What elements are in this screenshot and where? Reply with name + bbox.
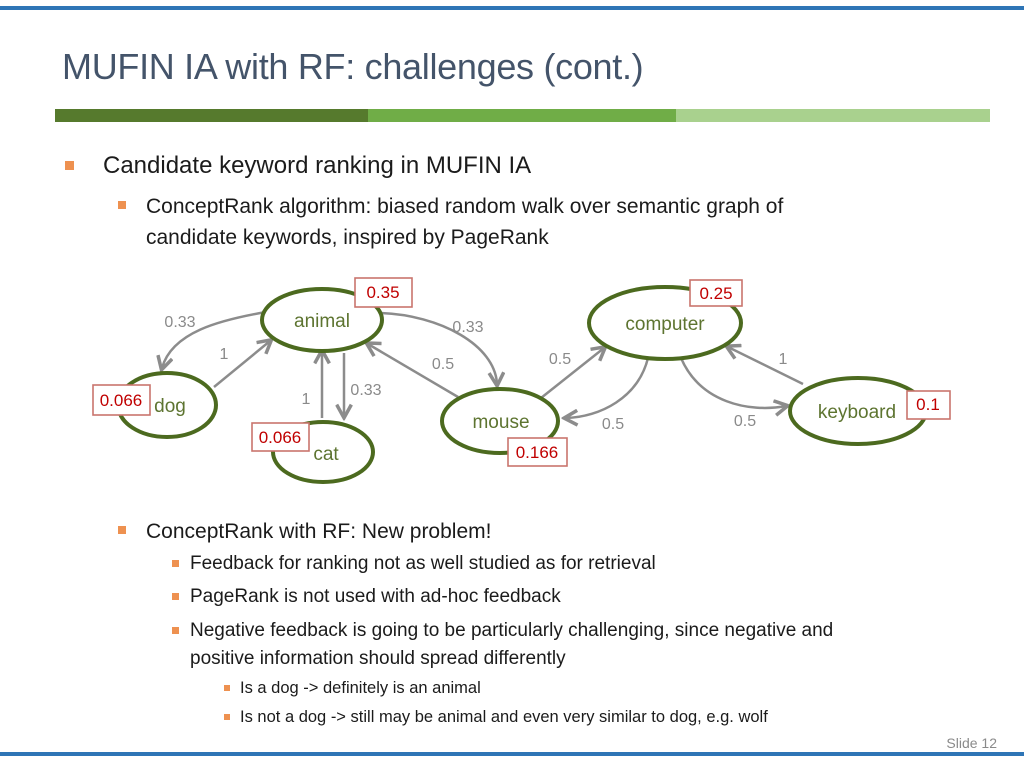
weight-box-animal xyxy=(354,277,413,308)
bullet-item-feedback-ranking: Feedback for ranking not as well studied… xyxy=(172,552,656,576)
edge-label-animal-dog: 0.33 xyxy=(164,314,195,331)
node-label-computer: computer xyxy=(625,314,705,335)
bullet-item-is-not-a-dog: Is not a dog -> still may be animal and … xyxy=(224,707,768,727)
bullet-text: Is not a dog -> still may be animal and … xyxy=(240,708,768,726)
weight-value-computer: 0.25 xyxy=(699,284,732,303)
slide-title: MUFIN IA with RF: challenges (cont.) xyxy=(62,46,644,87)
edge-label-animal-mouse: 0.33 xyxy=(452,319,483,336)
weight-box-mouse xyxy=(507,437,568,467)
bullet-text: Candidate keyword ranking in MUFIN IA xyxy=(103,152,532,179)
divider-segment-dark xyxy=(55,109,368,122)
node-label-mouse: mouse xyxy=(472,412,529,433)
edge-label-animal-cat: 0.33 xyxy=(350,382,381,399)
weight-value-animal: 0.35 xyxy=(366,283,399,302)
top-border-rule xyxy=(0,6,1024,10)
edge-computer-to-keyboard xyxy=(679,357,786,408)
bullet-square-icon xyxy=(172,627,179,634)
edge-dog-to-animal xyxy=(213,341,270,388)
edge-label-computer-keyboard: 0.5 xyxy=(734,413,756,430)
node-label-cat: cat xyxy=(313,444,339,465)
weight-value-dog: 0.066 xyxy=(100,391,143,410)
bullet-text: PageRank is not used with ad-hoc feedbac… xyxy=(190,586,561,607)
weight-box-keyboard xyxy=(906,390,951,420)
node-animal xyxy=(260,287,384,353)
bullet-square-icon xyxy=(172,560,179,567)
edge-computer-to-mouse xyxy=(566,357,650,418)
node-label-animal: animal xyxy=(294,311,350,332)
bullet-square-icon xyxy=(224,714,230,720)
edge-label-mouse-animal: 0.5 xyxy=(432,356,454,373)
bullet-text: Feedback for ranking not as well studied… xyxy=(190,553,656,574)
divider-segment-medium xyxy=(368,109,676,122)
title-divider-bar xyxy=(55,109,990,122)
bullet-text-line2: candidate keywords, inspired by PageRank xyxy=(146,226,549,249)
edge-animal-to-mouse xyxy=(379,311,497,384)
bullet-item-candidate-ranking: Candidate keyword ranking in MUFIN IA xyxy=(65,153,531,179)
edge-animal-to-dog xyxy=(162,310,267,368)
node-label-dog: dog xyxy=(154,396,186,417)
divider-segment-light xyxy=(676,109,990,122)
edge-label-dog-animal: 1 xyxy=(220,346,229,363)
bullet-square-icon xyxy=(224,685,230,691)
edge-label-mouse-computer: 0.5 xyxy=(549,351,571,368)
bullet-item-pagerank-adhoc: PageRank is not used with ad-hoc feedbac… xyxy=(172,585,561,609)
bullet-text-line1: Negative feedback is going to be particu… xyxy=(190,620,834,641)
bullet-text-line2: positive information should spread diffe… xyxy=(190,648,566,669)
bullet-item-negative-feedback: Negative feedback is going to be particu… xyxy=(172,617,833,673)
bullet-square-icon xyxy=(172,593,179,600)
node-label-keyboard: keyboard xyxy=(818,402,896,423)
weight-value-keyboard: 0.1 xyxy=(916,395,940,414)
bottom-border-rule xyxy=(0,752,1024,756)
bullet-text: Is a dog -> definitely is an animal xyxy=(240,679,481,697)
bullet-item-is-a-dog: Is a dog -> definitely is an animal xyxy=(224,678,481,698)
edge-label-cat-animal: 1 xyxy=(302,391,311,408)
slide-number: Slide 12 xyxy=(946,735,997,751)
bullet-text-line1: ConceptRank algorithm: biased random wal… xyxy=(146,195,784,218)
edge-label-keyboard-computer: 1 xyxy=(779,351,788,368)
bullet-text: ConceptRank with RF: New problem! xyxy=(146,520,492,543)
edge-mouse-to-animal xyxy=(368,344,459,399)
bullet-square-icon xyxy=(118,201,126,209)
edge-label-computer-mouse: 0.5 xyxy=(602,416,624,433)
node-mouse xyxy=(440,387,560,455)
edge-mouse-to-computer xyxy=(540,348,604,399)
weight-value-mouse: 0.166 xyxy=(516,443,559,462)
weight-box-cat xyxy=(251,422,310,452)
bullet-item-conceptrank-rf: ConceptRank with RF: New problem! xyxy=(118,516,491,547)
weight-box-dog xyxy=(92,384,151,416)
bullet-square-icon xyxy=(65,161,74,170)
bullet-item-conceptrank-algorithm: ConceptRank algorithm: biased random wal… xyxy=(118,191,783,253)
edge-keyboard-to-computer xyxy=(728,347,804,386)
bullet-square-icon xyxy=(118,526,126,534)
weight-box-computer xyxy=(689,279,743,307)
weight-value-cat: 0.066 xyxy=(259,428,302,447)
